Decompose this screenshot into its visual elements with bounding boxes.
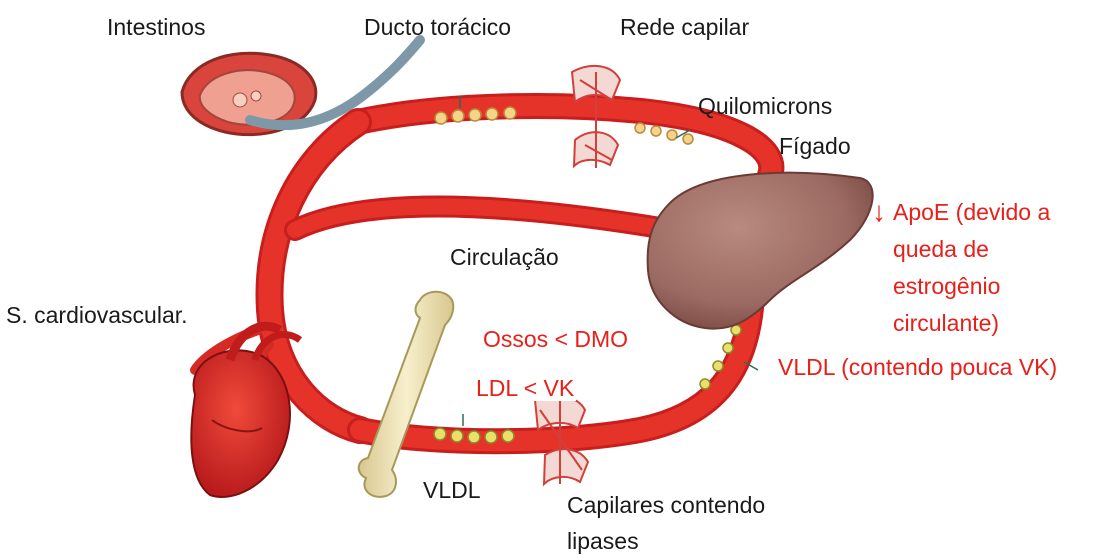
label-circulacao: Circulação [450,244,559,270]
label-apoe-line2: queda de [893,236,989,262]
apoe-down-arrow: ↓ [872,196,886,228]
label-vldl-pouca-vk: VLDL (contendo pouca VK) [776,354,1059,380]
label-apoe-line1: ApoE (devido a [893,199,1050,225]
label-apoe-line4: circulante) [893,310,999,336]
label-intestinos: Intestinos [107,14,205,40]
liver-illustration [648,173,873,329]
label-capilares-line2: lipases [565,528,641,554]
label-vldl: VLDL [423,477,481,503]
label-quilomicrons: Quilomicrons [698,93,832,119]
label-s-cardiovascular: S. cardiovascular. [4,302,190,328]
label-capilares-line1: Capilares contendo [565,492,767,518]
label-ossos-dmo: Ossos < DMO [481,326,630,352]
label-apoe-line3: estrogênio [893,273,1000,299]
label-figado: Fígado [779,133,851,159]
label-ducto-toracico: Ducto torácico [364,14,511,40]
femur-bone-illustration [359,292,454,497]
label-ldl-vk: LDL < VK [474,375,576,401]
label-rede-capilar: Rede capilar [620,14,749,40]
